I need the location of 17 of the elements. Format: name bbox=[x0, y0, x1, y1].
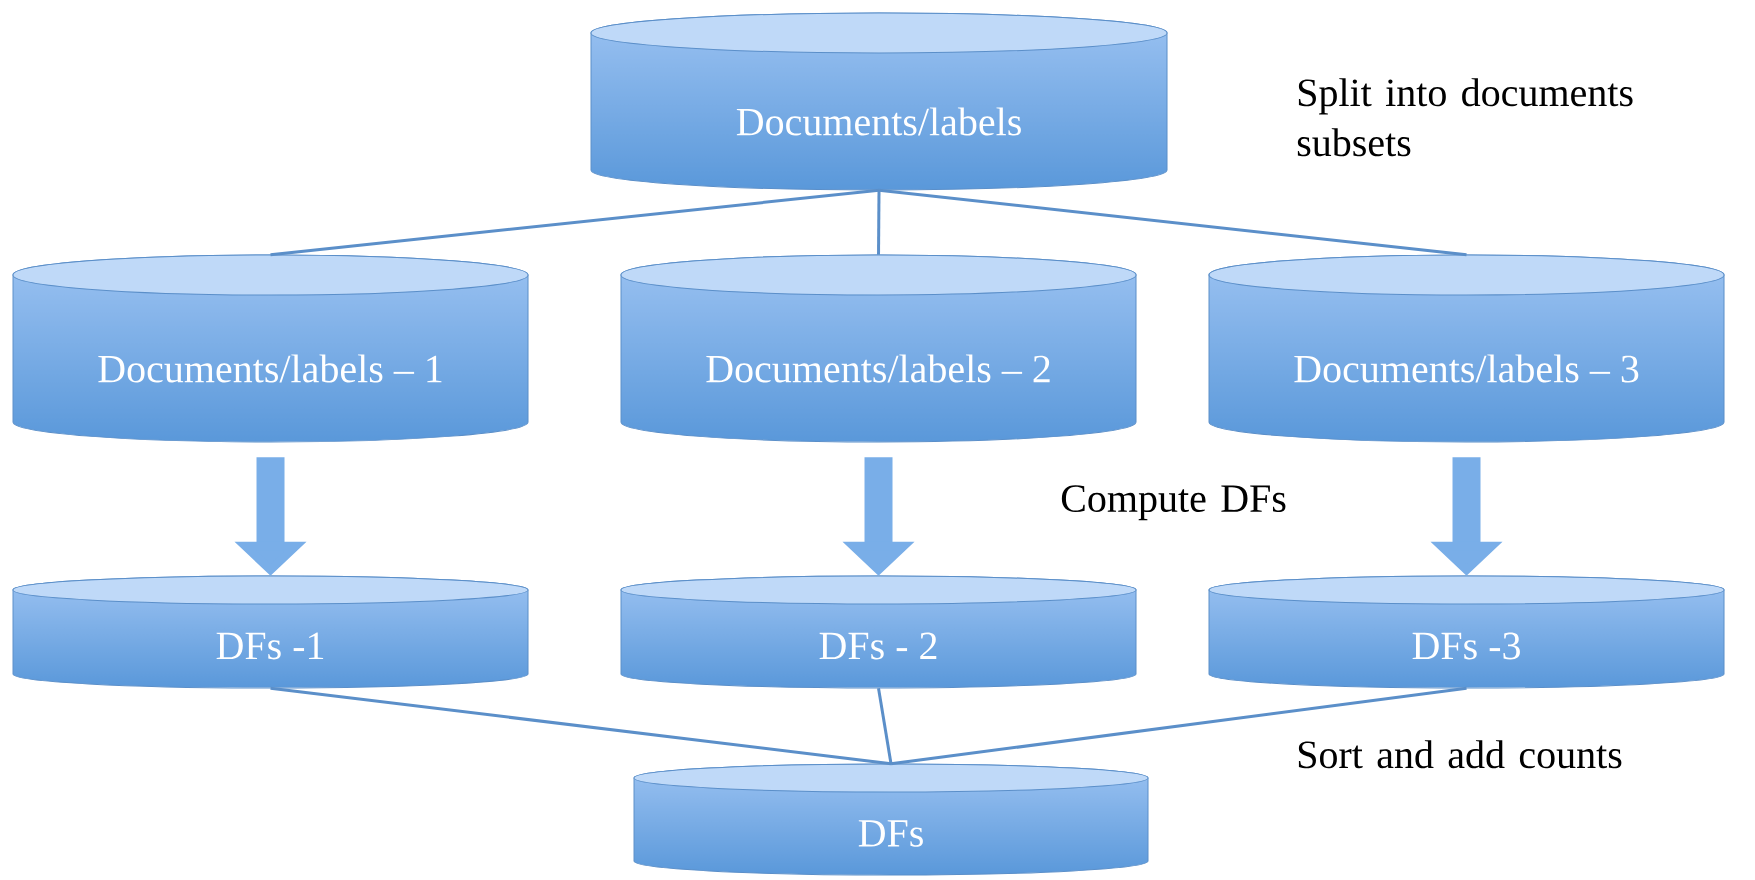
line bbox=[890, 686, 1467, 766]
line bbox=[270, 686, 892, 766]
cylinder: DFs -3 bbox=[1208, 575, 1725, 689]
line bbox=[270, 188, 880, 257]
cylinder: Documents/labels – 1 bbox=[12, 254, 529, 443]
cylinder: DFs - 2 bbox=[620, 575, 1137, 689]
note-text: Compute DFs bbox=[1061, 485, 1286, 521]
cylinder: DFs bbox=[633, 763, 1149, 876]
line bbox=[878, 188, 1467, 257]
cylinder: DFs -1 bbox=[12, 575, 529, 689]
note-text: Sort and add counts bbox=[1298, 740, 1622, 769]
note-text: Split into documents subsets bbox=[1297, 78, 1633, 157]
cylinder: Documents/labels bbox=[590, 12, 1168, 191]
line bbox=[877, 687, 893, 765]
cylinder: Documents/labels – 3 bbox=[1208, 254, 1725, 443]
cylinder: Documents/labels – 2 bbox=[620, 254, 1137, 443]
line bbox=[877, 190, 881, 255]
